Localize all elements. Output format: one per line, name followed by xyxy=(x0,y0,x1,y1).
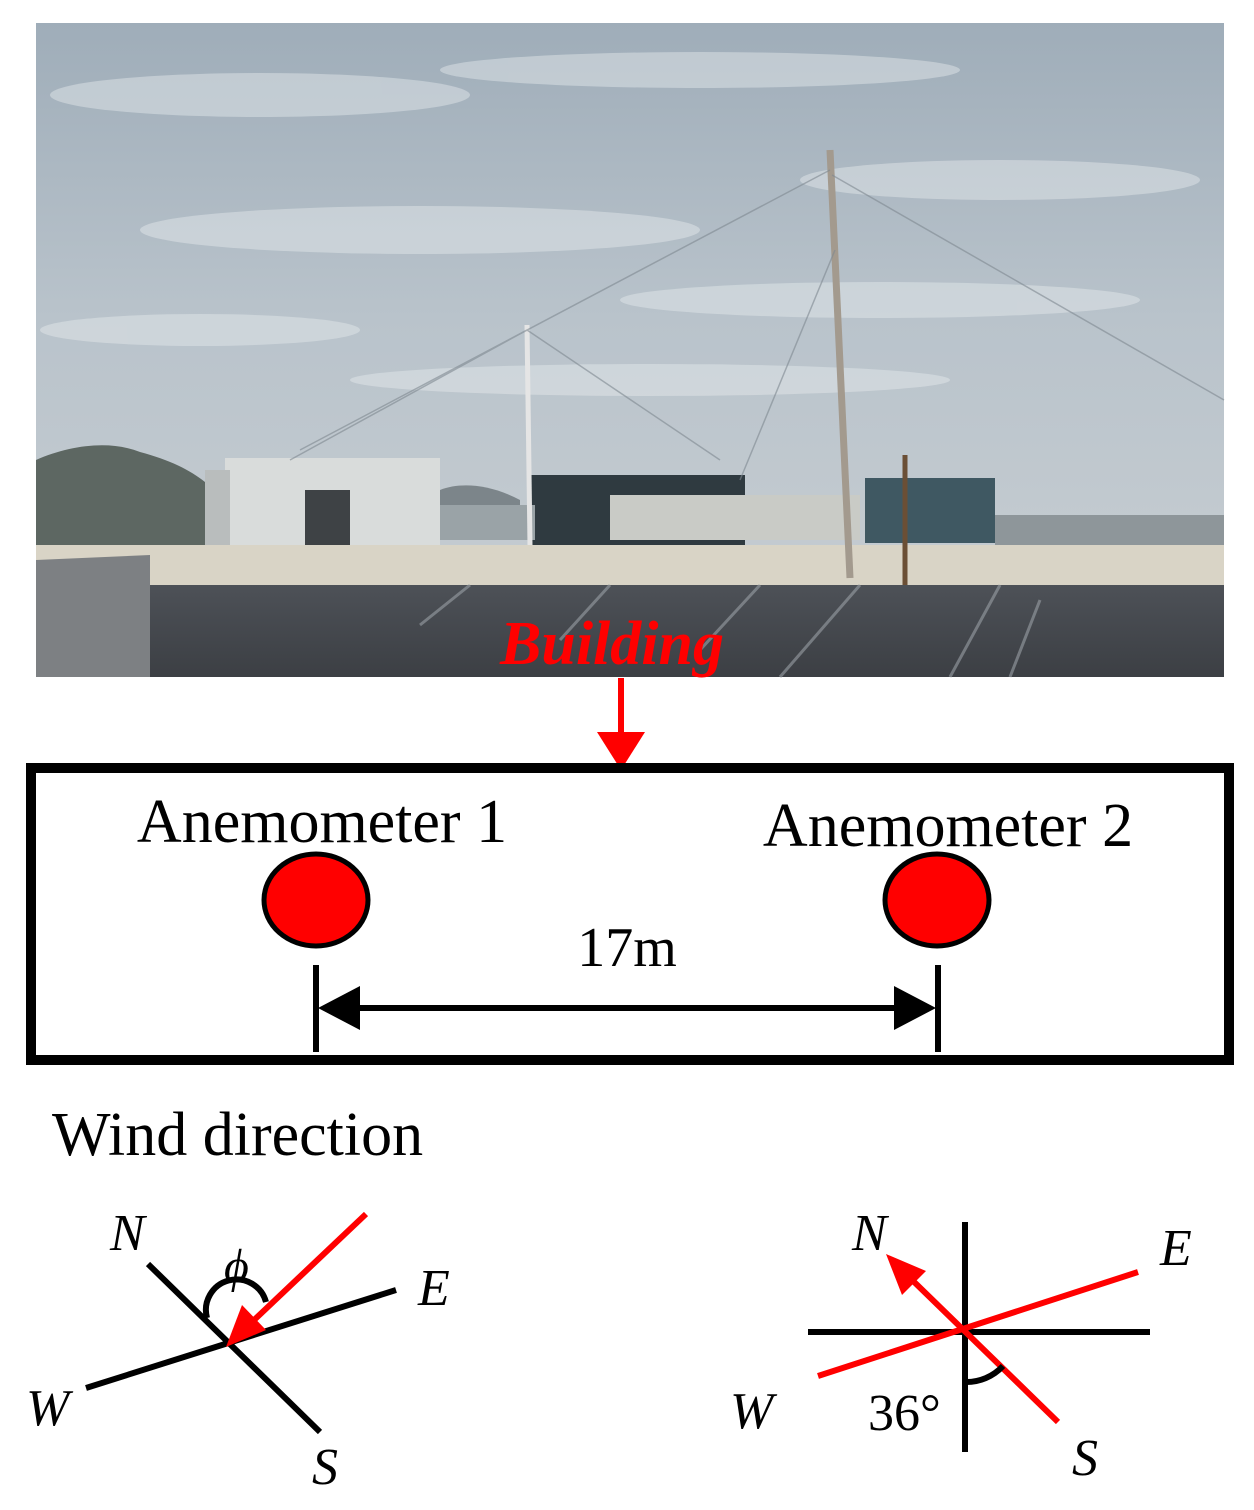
dimension-arrow-right xyxy=(894,986,936,1030)
compass-left-e: E xyxy=(417,1260,450,1317)
anemometer-1-marker xyxy=(261,851,371,949)
mast-1 xyxy=(524,324,533,546)
compass-left-n: N xyxy=(109,1205,148,1262)
mountain xyxy=(36,445,205,560)
compass-right-ns-axis xyxy=(905,1273,1061,1425)
angle-arc-36 xyxy=(964,1363,1006,1386)
compass-right: N E S W 36° xyxy=(730,1205,1192,1487)
compass-left-ns-axis xyxy=(145,1261,323,1435)
wind-arrow-left-head xyxy=(226,1305,266,1347)
phi-symbol: ϕ xyxy=(224,1240,249,1293)
compass-right-we-axis xyxy=(817,1269,1139,1379)
compass-right-e: E xyxy=(1159,1220,1192,1277)
compass-left: N E S W ϕ xyxy=(26,1205,450,1496)
dimension-arrow-left xyxy=(318,986,360,1030)
building-label: Building xyxy=(499,610,724,678)
compass-right-north-arrow-head xyxy=(886,1254,926,1295)
wind-arrow-left xyxy=(249,1211,369,1325)
mast-2 xyxy=(826,149,854,579)
clouds xyxy=(40,52,1200,396)
compass-right-w: W xyxy=(730,1383,778,1440)
wind-direction-title: Wind direction xyxy=(52,1101,423,1169)
building-plan-outline xyxy=(26,763,1234,1065)
compass-left-s: S xyxy=(312,1439,338,1496)
compass-left-w: W xyxy=(26,1380,74,1437)
building-arrow-head xyxy=(597,732,645,770)
compass-right-n: N xyxy=(851,1205,890,1262)
anemometer-2-marker xyxy=(882,851,992,949)
solar-panels xyxy=(150,585,1224,677)
anemometer-1-label: Anemometer 1 xyxy=(137,788,507,856)
anemometer-2-label: Anemometer 2 xyxy=(763,792,1133,860)
distance-label: 17m xyxy=(577,917,677,979)
parapet xyxy=(36,555,150,677)
phi-angle-arc xyxy=(202,1276,269,1319)
site-photo xyxy=(36,23,1225,678)
angle-label-36: 36° xyxy=(868,1385,941,1442)
compass-right-s: S xyxy=(1072,1430,1098,1487)
